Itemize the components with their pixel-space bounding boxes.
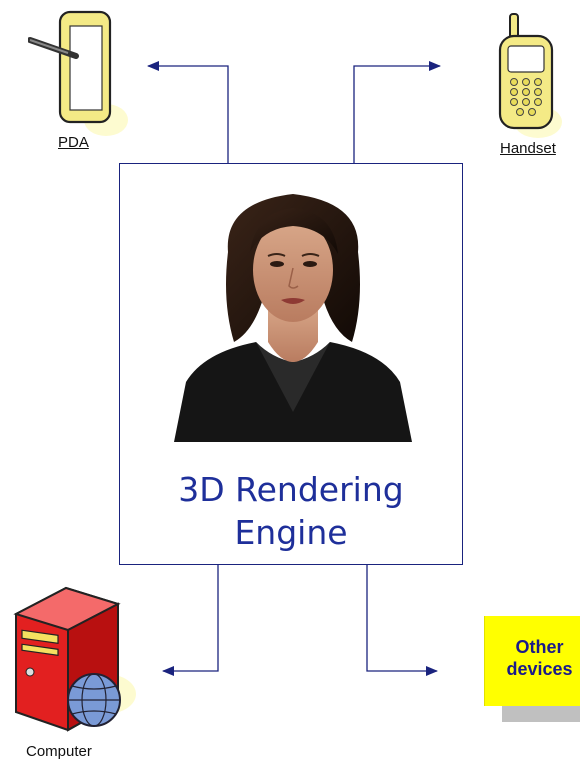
server-globe-icon: [13, 586, 136, 732]
arrow-to-handset: [353, 61, 441, 163]
avatar-woman-image: [164, 182, 422, 442]
other-devices-label-line2: devices: [506, 659, 573, 679]
other-devices-box: Other devices: [484, 616, 580, 706]
pda-icon: [28, 10, 128, 136]
engine-title-line1: 3D Rendering: [178, 470, 404, 509]
engine-title-line2: Engine: [234, 513, 348, 552]
arrow-to-pda: [147, 61, 229, 163]
pda-label: PDA: [58, 134, 89, 151]
other-devices-label-line1: Other: [515, 637, 564, 657]
arrow-to-computer: [162, 565, 219, 676]
rendering-engine-box: 3D Rendering Engine: [119, 163, 463, 565]
arrow-to-other-devices: [366, 565, 438, 676]
computer-label: Computer: [26, 743, 92, 760]
handset-label: Handset: [500, 140, 556, 157]
mobile-phone-icon: [498, 13, 562, 138]
